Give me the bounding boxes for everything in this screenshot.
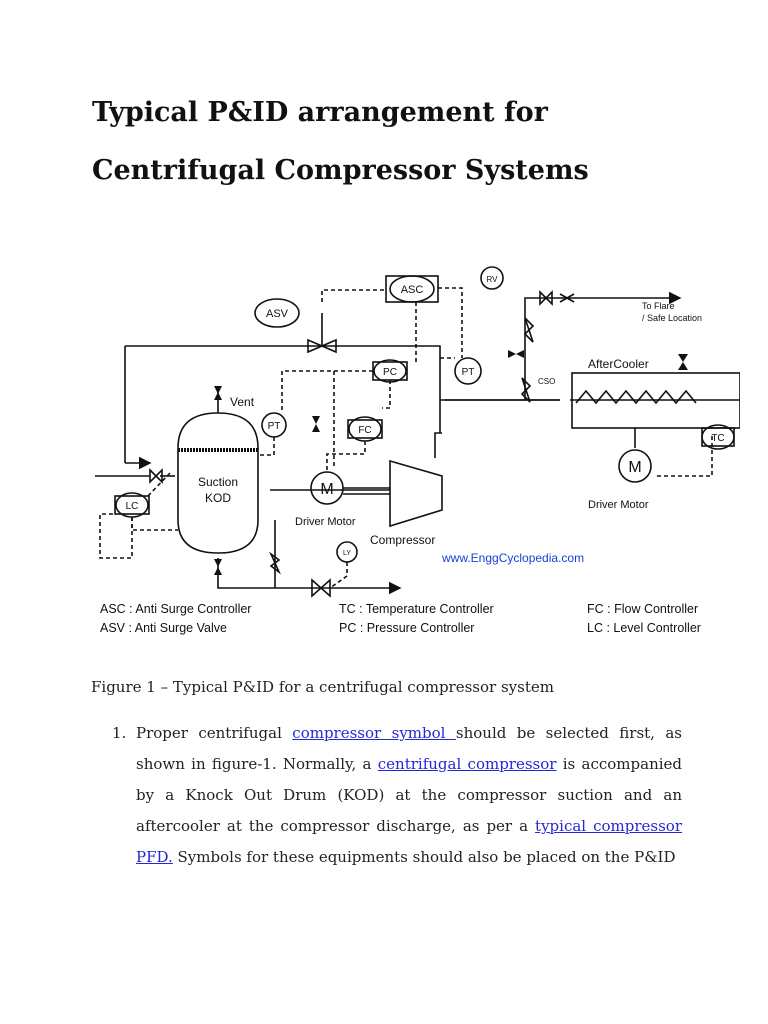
to-flare-label-1: To Flare	[642, 301, 675, 311]
cso-label: CSO	[538, 377, 555, 386]
title-line-1: Typical P&ID arrangement for	[92, 97, 548, 128]
legend-pc: PC : Pressure Controller	[339, 621, 474, 635]
step1-text-4: Symbols for these equipments should also…	[172, 848, 676, 866]
ly-tag: LY	[343, 550, 351, 557]
title-line-2: Centrifugal Compressor Systems	[92, 155, 589, 186]
vent-label: Vent	[230, 395, 255, 409]
centrifugal-compressor-link[interactable]: centrifugal compressor	[377, 755, 557, 773]
pid-diagram: ASV ASC RV PC PT PT FC LC TC LY M M Vent…	[90, 258, 740, 646]
pc-tag: PC	[383, 367, 397, 378]
list-item-body: Proper centrifugal compressor symbol sho…	[136, 718, 682, 873]
to-flare-label-2: / Safe Location	[642, 313, 702, 323]
legend-asc: ASC : Anti Surge Controller	[100, 602, 251, 616]
aftercooler-label: AfterCooler	[588, 357, 649, 371]
suction-label: Suction	[198, 475, 238, 489]
asv-tag: ASV	[266, 308, 289, 320]
driver-motor-left-label: Driver Motor	[295, 516, 356, 528]
step1-text-1: Proper centrifugal	[136, 724, 293, 742]
compressor-symbol-link[interactable]: compressor symbol	[292, 724, 456, 742]
legend-asv: ASV : Anti Surge Valve	[100, 621, 227, 635]
asc-tag: ASC	[401, 284, 424, 296]
legend-tc: TC : Temperature Controller	[339, 602, 494, 616]
pt-tag-left: PT	[268, 421, 281, 432]
motor-left-tag: M	[320, 481, 333, 498]
list-item-step-1: 1. Proper centrifugal compressor symbol …	[112, 718, 682, 873]
typical-compressor-pfd-link[interactable]: typical compressor PFD.	[136, 817, 682, 866]
fc-tag: FC	[358, 425, 371, 436]
legend-lc: LC : Level Controller	[587, 621, 701, 635]
pt-tag-top: PT	[462, 367, 475, 378]
kod-label: KOD	[205, 491, 231, 505]
driver-motor-right-label: Driver Motor	[588, 499, 649, 511]
compressor-label: Compressor	[370, 533, 435, 547]
figure-caption: Figure 1 – Typical P&ID for a centrifuga…	[91, 678, 554, 696]
website-label: www.EnggCyclopedia.com	[441, 551, 584, 565]
lc-tag: LC	[126, 501, 139, 512]
rv-tag: RV	[487, 275, 499, 284]
tc-tag: TC	[711, 433, 724, 444]
page-title: Typical P&ID arrangement for Centrifugal…	[92, 84, 732, 200]
pid-diagram-svg: ASV ASC RV PC PT PT FC LC TC LY M M Vent…	[95, 266, 740, 635]
motor-right-tag: M	[628, 459, 641, 476]
legend-fc: FC : Flow Controller	[587, 602, 698, 616]
step1-text-3: is accompanied by a Knock Out Drum (KOD)…	[136, 755, 683, 835]
list-item-number: 1.	[112, 724, 127, 742]
step1-text-2: should be selected first, as shown in fi…	[136, 724, 683, 773]
